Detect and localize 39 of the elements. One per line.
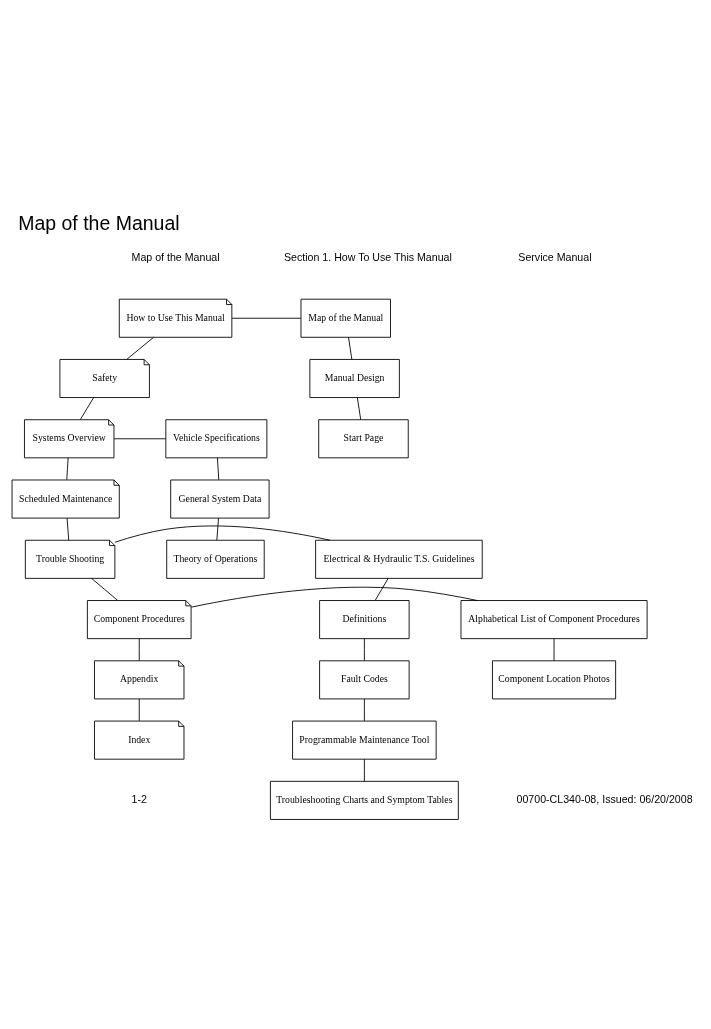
- connector: [138, 637, 140, 661]
- node-box: General System Data: [170, 479, 270, 519]
- connector: [231, 317, 302, 319]
- connector: [363, 758, 365, 782]
- node-box: Component Location Photos: [492, 659, 617, 699]
- connector: [79, 396, 95, 420]
- node-box: Manual Design: [309, 358, 400, 398]
- node-box: Map of the Manual: [300, 298, 391, 338]
- connector: [114, 525, 331, 543]
- connector: [126, 336, 154, 360]
- node-box: Troubleshooting Charts and Symptom Tables: [269, 780, 459, 820]
- node-box: Electrical & Hydraulic T.S. Guidelines: [315, 539, 483, 579]
- node-box: Fault Codes: [319, 659, 410, 699]
- connector: [356, 396, 362, 420]
- node-box: Definitions: [319, 599, 410, 639]
- connector: [363, 698, 365, 721]
- node-box: Alphabetical List of Component Procedures: [460, 599, 648, 639]
- node-box: Programmable Maintenance Tool: [292, 720, 437, 760]
- connector: [348, 336, 353, 360]
- connector: [374, 577, 389, 601]
- label: Map of the Manual: [131, 250, 220, 263]
- label: 1-2: [131, 792, 147, 805]
- connector: [138, 698, 140, 721]
- node-box: Theory of Operations: [166, 539, 265, 579]
- connector: [113, 437, 167, 439]
- label: Service Manual: [518, 250, 592, 263]
- connector: [66, 517, 70, 540]
- connector: [553, 637, 555, 661]
- connector: [66, 456, 69, 480]
- connector: [363, 637, 365, 661]
- diagram-title: Map of the Manual: [18, 211, 180, 234]
- label: 00700-CL340-08, Issued: 06/20/2008: [516, 792, 693, 805]
- connector: [190, 586, 478, 608]
- connector: [216, 517, 219, 540]
- node-box: Vehicle Specifications: [165, 418, 268, 458]
- label: Section 1. How To Use This Manual: [283, 250, 452, 263]
- connector: [217, 456, 220, 480]
- node-box: Start Page: [318, 418, 409, 458]
- connector: [91, 577, 119, 601]
